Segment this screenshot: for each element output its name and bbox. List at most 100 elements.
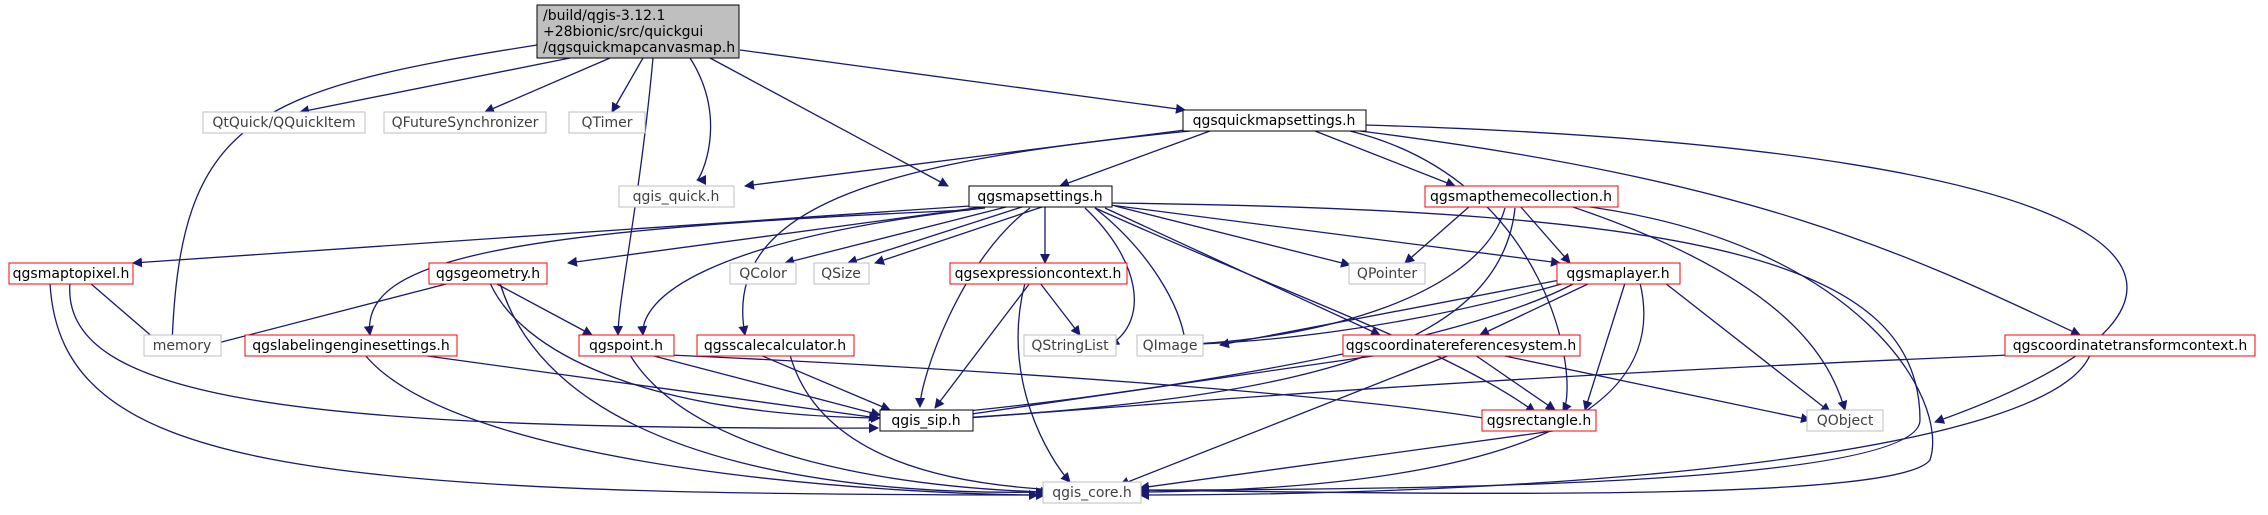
edge-maplayer-rectangle <box>1582 282 1626 411</box>
node-labelingengine-label: qgslabelingenginesettings.h <box>252 338 449 354</box>
node-labelingengine[interactable]: qgslabelingenginesettings.h <box>244 334 458 357</box>
edge-quickmapsettings-rectangle <box>1349 130 1572 413</box>
node-qimage-label: QImage <box>1143 338 1198 354</box>
node-gisquick-label: qgis_quick.h <box>633 189 720 205</box>
node-qfuture-label: QFutureSynchronizer <box>392 115 539 131</box>
edge-root-memory <box>167 44 538 346</box>
edge-mapsettings-qpointer <box>1114 205 1351 268</box>
node-qsize[interactable]: QSize <box>813 262 870 285</box>
node-core-label: qgis_core.h <box>1052 485 1132 501</box>
edge-mapsettings-maptopixel <box>132 205 971 268</box>
edge-root-gisquick <box>689 57 712 185</box>
node-qtimer[interactable]: QTimer <box>568 111 646 134</box>
node-maptopixel[interactable]: qgsmaptopixel.h <box>8 262 134 285</box>
edge-mapsettings-qcolor <box>784 205 1011 266</box>
node-exprcontext-label: qgsexpressioncontext.h <box>955 266 1122 282</box>
root-line-1: /build/qgis-3.12.1 <box>543 8 665 24</box>
node-mapthemecollection[interactable]: qgsmapthemecollection.h <box>1424 185 1619 208</box>
node-coordtransformctx[interactable]: qgscoordinatetransformcontext.h <box>2004 334 2256 357</box>
node-rectangle[interactable]: qgsrectangle.h <box>1481 409 1597 432</box>
edge-scalecalc-core <box>789 354 1061 495</box>
edge-maplayer-sip <box>924 282 1576 420</box>
node-qtquick[interactable]: QtQuick/QQuickItem <box>202 111 366 134</box>
edge-maplayer-crs <box>1479 282 1591 336</box>
edge-crs-sip <box>929 354 1381 424</box>
node-qpointer-label: QPointer <box>1357 266 1417 282</box>
node-exprcontext[interactable]: qgsexpressioncontext.h <box>949 262 1128 285</box>
root-line-2: +28bionic/src/quickgui <box>543 24 703 40</box>
node-qsize-label: QSize <box>821 266 861 282</box>
edge-expr-core <box>1017 282 1071 483</box>
edge-ctc-sip <box>934 354 2011 425</box>
node-qstringlist[interactable]: QStringList <box>1023 334 1117 357</box>
root-line-3: /qgsquickmapcanvasmap.h <box>543 40 735 56</box>
node-qcolor-label: QColor <box>739 266 787 282</box>
edge-geometry-core <box>499 282 1046 498</box>
edge-rectangle-core <box>1139 429 1561 492</box>
edge-geometry-point <box>494 282 593 336</box>
node-scalecalc[interactable]: qgsscalecalculator.h <box>696 334 855 357</box>
node-maplayer-label: qgsmaplayer.h <box>1566 266 1669 282</box>
edge-maplayer-core <box>1139 282 1645 497</box>
node-memory-label: memory <box>153 338 212 354</box>
node-geometry-label: qgsgeometry.h <box>436 266 540 282</box>
edge-mapsettings-qpoint <box>874 205 1046 265</box>
node-qfuture[interactable]: QFutureSynchronizer <box>383 111 547 134</box>
node-qobject-label: QObject <box>1817 413 1874 429</box>
node-memory[interactable]: memory <box>143 334 222 357</box>
edge-mapsettings-qsize <box>847 205 1026 266</box>
edge-mapsettings-point <box>637 207 986 336</box>
node-qcolor[interactable]: QColor <box>729 262 797 285</box>
edge-quickmapsettings-mapsettings <box>1059 130 1211 188</box>
edge-expr-qstringlist <box>1039 282 1081 336</box>
node-quickmapsettings-label: qgsquickmapsettings.h <box>1193 113 1356 129</box>
edge-point-sip <box>649 354 881 418</box>
edge-maptopixel-core <box>49 282 1039 500</box>
node-qtimer-label: QTimer <box>581 115 632 131</box>
edge-mapsettings-maplayer <box>1109 204 1561 267</box>
node-qpointer[interactable]: QPointer <box>1348 262 1426 285</box>
node-point[interactable]: qgspoint.h <box>578 334 675 357</box>
edge-mtc-core <box>1139 204 1934 496</box>
node-crs[interactable]: qgscoordinatereferencesystem.h <box>1342 334 1581 357</box>
node-crs-label: qgscoordinatereferencesystem.h <box>1346 338 1577 354</box>
edge-mtc-qstringlist <box>1154 207 1506 350</box>
node-qstringlist-label: QStringList <box>1031 338 1109 354</box>
node-mapsettings-label: qgsmapsettings.h <box>977 189 1102 205</box>
node-sip-label: qgis_sip.h <box>891 413 960 429</box>
edge-ctc-core <box>1139 354 2091 500</box>
node-coordtransformctx-label: qgscoordinatetransformcontext.h <box>2013 338 2247 354</box>
node-quickmapsettings[interactable]: qgsquickmapsettings.h <box>1182 109 1367 132</box>
edge-maplayer-qobject <box>1664 282 1831 413</box>
node-qobject[interactable]: QObject <box>1806 409 1884 432</box>
edge-root-point <box>613 57 654 336</box>
edge-mtc-maplayer <box>1519 205 1571 264</box>
edge-geometry-sip <box>489 282 881 423</box>
edge-crs-qobject <box>1499 354 1811 424</box>
node-gisquick[interactable]: qgis_quick.h <box>618 185 735 208</box>
edge-point-rectangle <box>669 354 1496 424</box>
edge-mtc-qpointer <box>1404 205 1471 264</box>
node-rectangle-label: qgsrectangle.h <box>1487 413 1591 429</box>
node-maplayer[interactable]: qgsmaplayer.h <box>1556 262 1681 285</box>
edge-maptopixel-sip <box>69 282 879 434</box>
node-qtquick-label: QtQuick/QQuickItem <box>212 115 355 131</box>
node-qimage[interactable]: QImage <box>1136 334 1204 357</box>
edge-labeling-core <box>364 354 1046 500</box>
edge-scalecalc-sip <box>759 354 891 412</box>
edge-crs-rectangle <box>1474 354 1556 411</box>
edge-mapsettings-geometry <box>567 205 991 267</box>
node-sip[interactable]: qgis_sip.h <box>879 409 974 432</box>
edge-mtc-sip <box>924 207 1516 425</box>
edge-quickmapsettings-mapthemecollection <box>1314 130 1456 188</box>
node-root[interactable]: /build/qgis-3.12.1 +28bionic/src/quickgu… <box>536 4 740 59</box>
node-point-label: qgspoint.h <box>589 338 663 354</box>
node-core[interactable]: qgis_core.h <box>1042 481 1142 504</box>
edge-root-mapsettings <box>709 57 949 187</box>
edge-expr-sip <box>934 282 1031 409</box>
node-mapthemecollection-label: qgsmapthemecollection.h <box>1430 189 1612 205</box>
node-mapsettings[interactable]: qgsmapsettings.h <box>968 185 1113 208</box>
edge-quickmapsettings-coordtransformctx <box>1359 130 2081 336</box>
node-geometry[interactable]: qgsgeometry.h <box>428 262 548 285</box>
